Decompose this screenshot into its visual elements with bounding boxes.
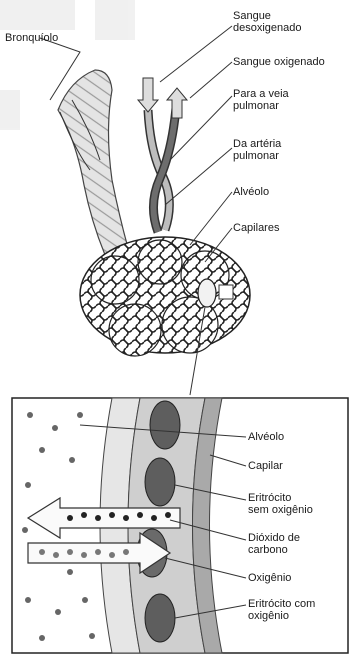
- label-eritrocito-sem-oxigenio: Eritrócito sem oxigênio: [248, 492, 313, 516]
- alveolar-sac: [80, 237, 250, 356]
- top-leader-lines: [40, 26, 232, 262]
- label-oxigenio: Oxigênio: [248, 572, 291, 584]
- label-da-arteria-pulmonar: Da artéria pulmonar: [233, 138, 281, 162]
- label-capilares: Capilares: [233, 222, 279, 234]
- label-sangue-desoxigenado: Sangue desoxigenado: [233, 10, 302, 34]
- label-capilar: Capilar: [248, 460, 283, 472]
- label-sangue-oxigenado: Sangue oxigenado: [233, 56, 325, 68]
- label-dioxido-de-carbono: Dióxido de carbono: [248, 532, 300, 556]
- label-bronquiolo: Bronquíolo: [5, 32, 58, 44]
- label-alveolo-bottom: Alvéolo: [248, 431, 284, 443]
- blood-vessels: [138, 78, 187, 232]
- label-alveolo-top: Alvéolo: [233, 186, 269, 198]
- label-eritrocito-com-oxigenio: Eritrócito com oxigênio: [248, 598, 315, 622]
- label-para-veia-pulmonar: Para a veia pulmonar: [233, 88, 289, 112]
- bronchiole-tube: [58, 70, 130, 262]
